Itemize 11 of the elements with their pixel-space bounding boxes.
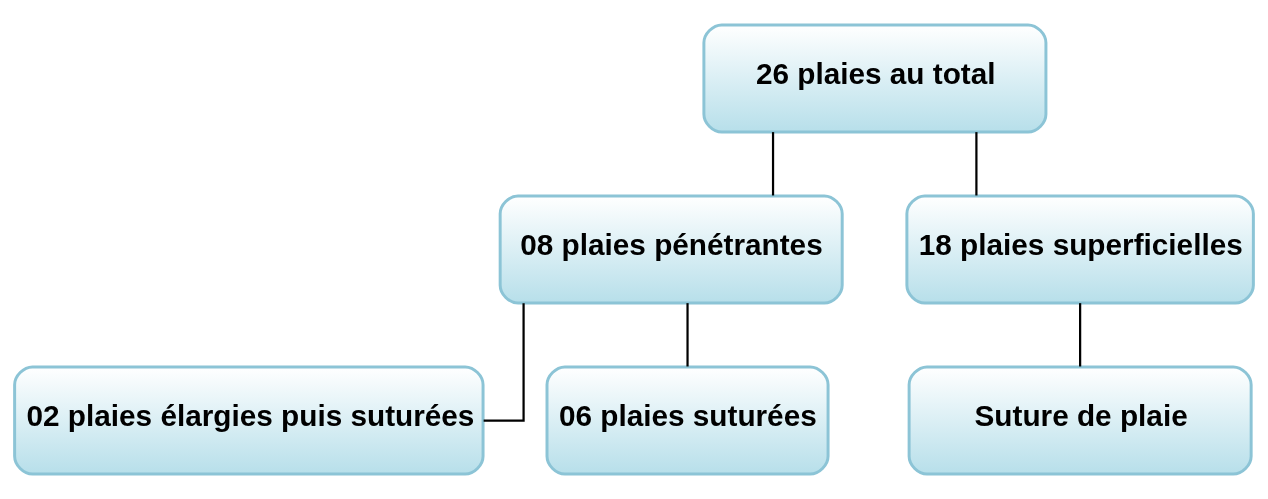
connector	[483, 303, 525, 422]
connector	[686, 303, 689, 367]
connector	[1079, 303, 1082, 367]
connector	[771, 132, 775, 196]
connector	[975, 132, 978, 196]
node-box: 08 plaies pénétrantes	[498, 194, 844, 305]
node-box: 06 plaies suturées	[545, 365, 830, 476]
node-box: 18 plaies superficielles	[905, 194, 1255, 305]
node-box: Suture de plaie	[907, 365, 1253, 476]
node-box: 02 plaies élargies puis suturées	[13, 365, 485, 476]
node-box: 26 plaies au total	[702, 23, 1048, 134]
